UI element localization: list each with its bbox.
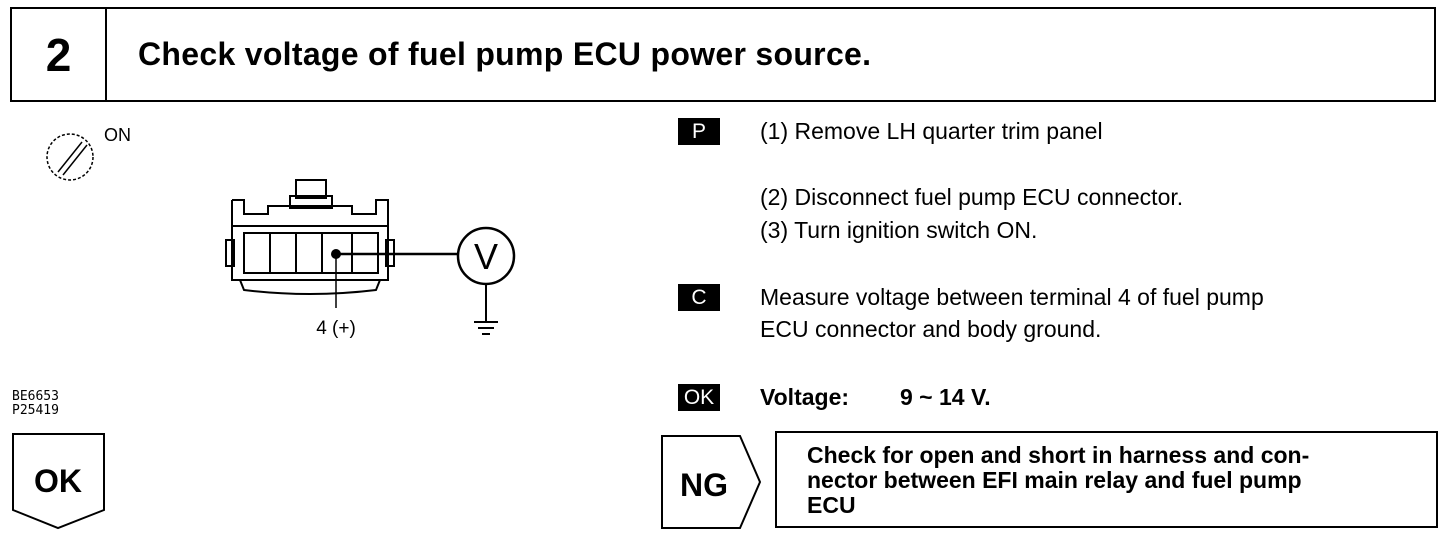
ng-action-line: Check for open and short in harness and … xyxy=(807,442,1310,468)
figure-code: BE6653 xyxy=(12,389,59,404)
step-number: 2 xyxy=(12,9,107,100)
figure-code: P25419 xyxy=(12,403,59,418)
check-line-2: ECU connector and body ground. xyxy=(760,316,1102,342)
prep-line-3: (3) Turn ignition switch ON. xyxy=(760,217,1038,243)
ng-action-line: nector between EFI main relay and fuel p… xyxy=(807,467,1302,493)
check-badge: C xyxy=(678,284,720,311)
ng-result-label: NG xyxy=(680,467,728,503)
voltage-spec-value: 9 ~ 14 V. xyxy=(900,384,991,410)
prep-line-2: (2) Disconnect fuel pump ECU connector. xyxy=(760,184,1184,210)
check-line-1: Measure voltage between terminal 4 of fu… xyxy=(760,284,1264,310)
step-title: Check voltage of fuel pump ECU power sou… xyxy=(138,36,872,72)
ignition-switch-icon xyxy=(46,133,94,181)
ng-result-shape: NG xyxy=(661,435,762,529)
connector-diagram: ON V 4 (+) OK xyxy=(12,125,516,530)
ok-result-shape xyxy=(12,433,105,530)
terminal-label: 4 (+) xyxy=(316,318,356,339)
voltage-spec-label: Voltage: xyxy=(760,384,850,410)
ng-action-line: ECU xyxy=(807,492,856,518)
ignition-on-label: ON xyxy=(104,125,131,145)
ng-action-text: Check for open and short in harness and … xyxy=(807,443,1309,518)
ground-icon xyxy=(474,284,498,335)
ok-badge: OK xyxy=(678,384,720,411)
prep-badge: P xyxy=(678,118,720,145)
step-header: 2 Check voltage of fuel pump ECU power s… xyxy=(10,7,1436,102)
fuel-pump-ecu-connector xyxy=(225,179,395,295)
voltmeter-icon: V xyxy=(456,226,516,286)
ng-action-box: Check for open and short in harness and … xyxy=(775,431,1438,528)
prep-line-1: (1) Remove LH quarter trim panel xyxy=(760,118,1103,144)
figure-codes: BE6653 P25419 xyxy=(12,390,59,418)
ok-result-label: OK xyxy=(34,463,82,499)
voltmeter-label: V xyxy=(474,236,498,277)
